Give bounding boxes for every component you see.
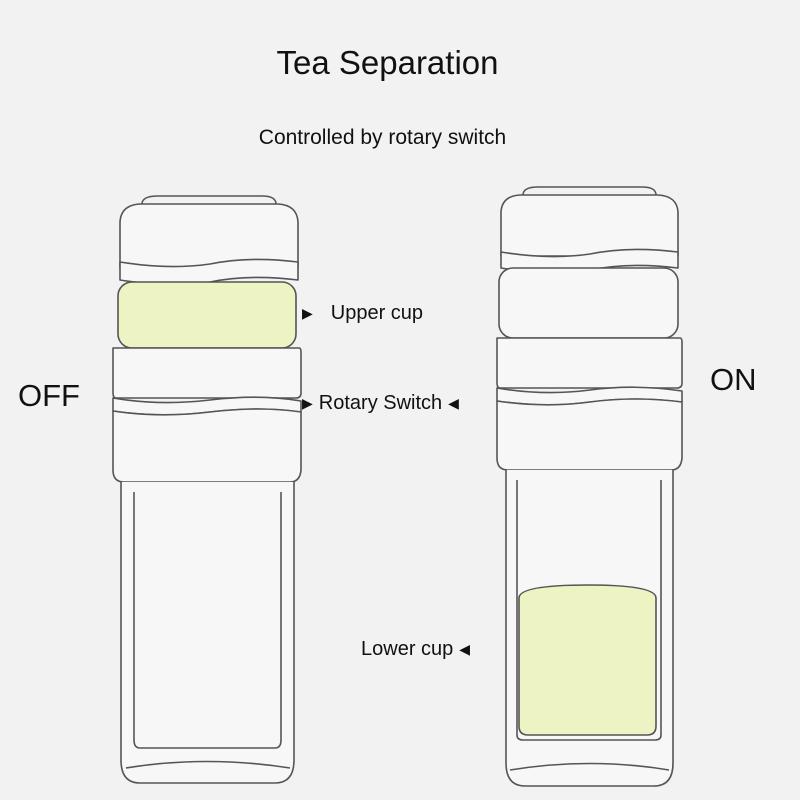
arrow-right-icon: ▶ [302,395,313,411]
bottle-off-glass-body [120,482,295,784]
bottle-on-lower-cup-tea [518,584,657,736]
arrow-left-icon: ◀ [459,641,471,657]
bottle-off-cap [119,195,299,286]
lower-cup-callout: Lower cup ◀ [361,638,470,661]
on-state-label: ON [710,362,757,397]
arrow-right-icon: ▶ [302,305,313,321]
bottle-on-rotary-switch [496,337,683,471]
rotary-switch-callout: ▶ Rotary Switch ◀ [302,392,459,415]
bottle-on-upper-cup [498,267,679,339]
diagram-subtitle: Controlled by rotary switch [258,126,507,149]
arrow-left-icon: ◀ [448,395,459,411]
off-state-label: OFF [18,378,80,413]
bottle-off-rotary-switch [112,347,302,483]
diagram-title: Tea Separation [276,44,499,81]
bottle-on [496,186,683,787]
bottle-off-upper-cup [117,281,297,349]
bottle-off [112,195,302,784]
upper-cup-label: Upper cup [330,302,424,324]
lower-cup-label: Lower cup [361,638,454,660]
bottle-on-glass-body [505,470,674,787]
bottle-on-cap [500,186,679,274]
upper-cup-callout: ▶ Upper cup [302,302,423,325]
rotary-switch-label: Rotary Switch [318,392,443,414]
